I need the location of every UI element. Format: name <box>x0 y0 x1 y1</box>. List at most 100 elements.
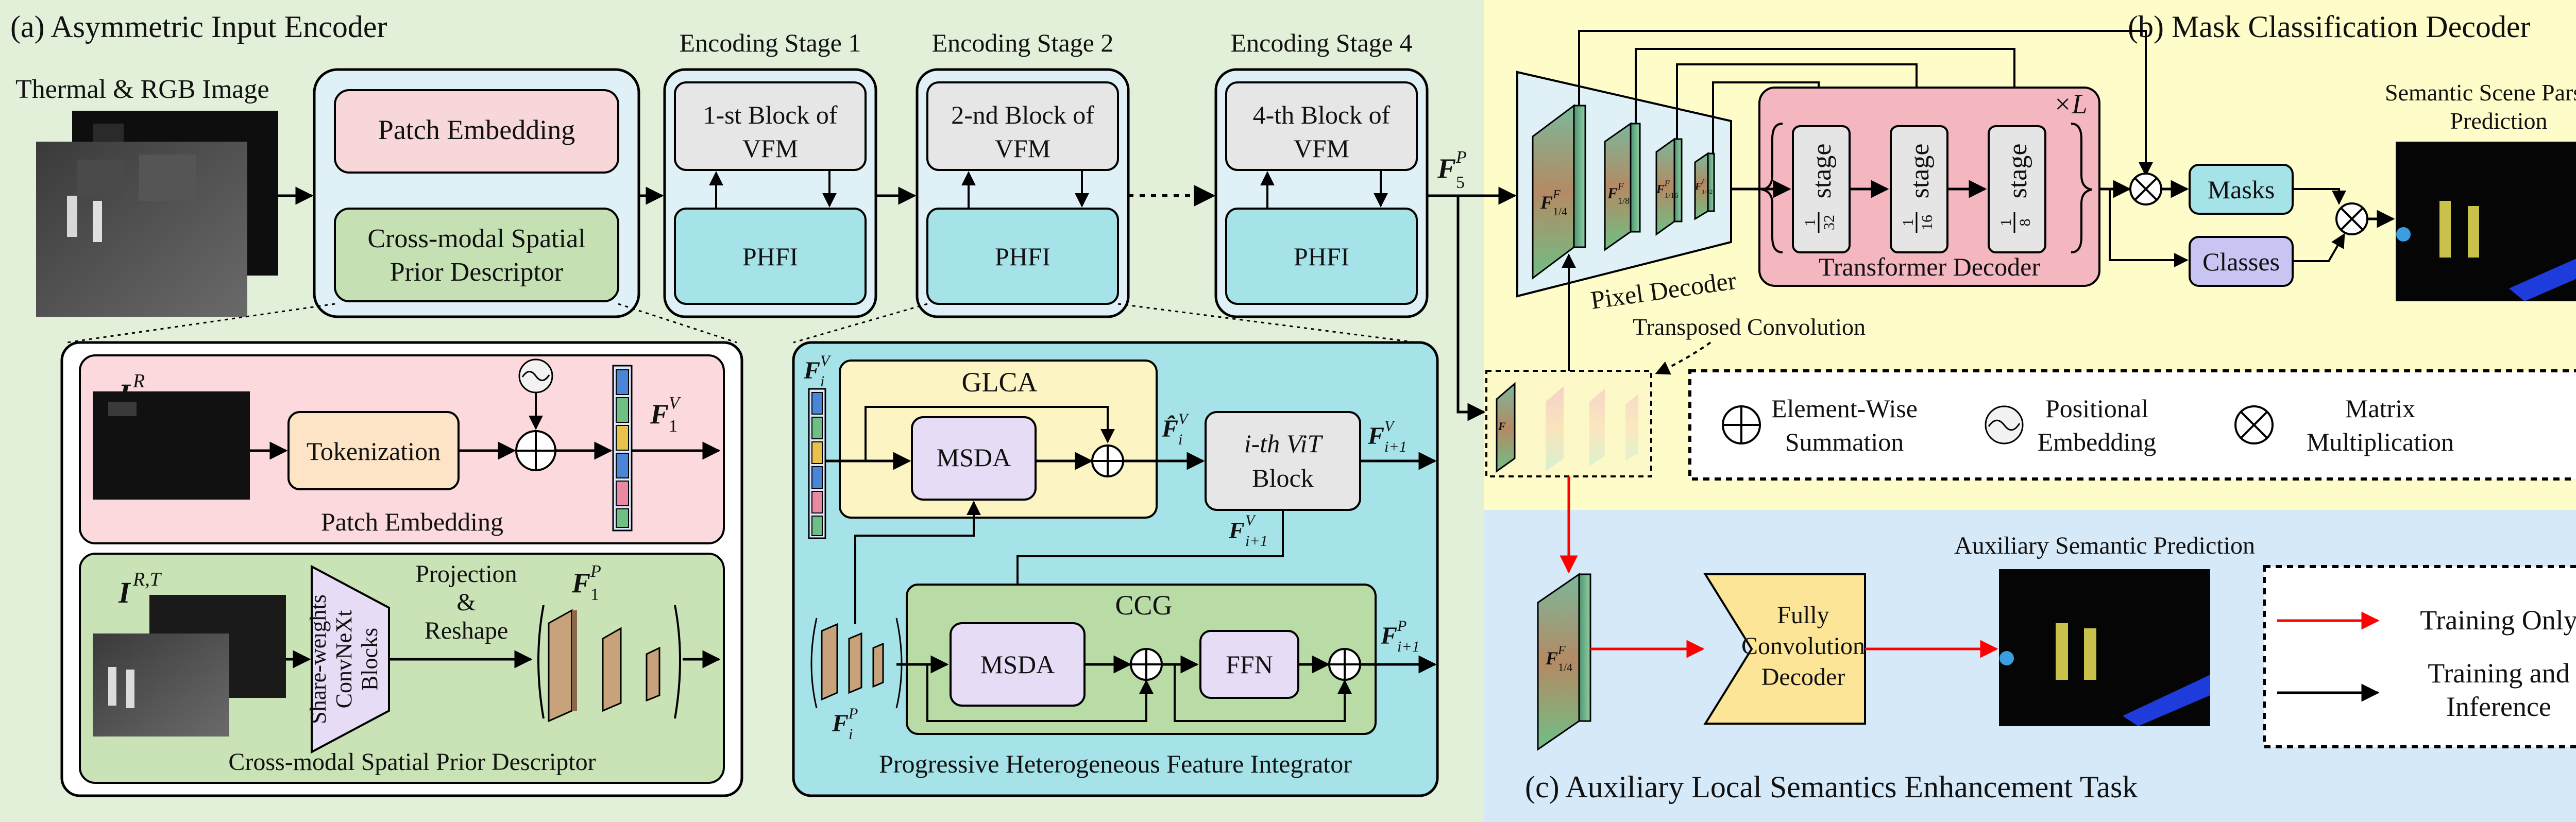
pixel-decoder-feature-quarter <box>1532 104 1586 280</box>
arrow-fip-to-glca <box>854 501 981 624</box>
pixel-feature-label-thirtysecond: F F 1/32 <box>1694 178 1713 195</box>
f1p-label: F P 1 <box>571 562 601 604</box>
svg-text:R,T: R,T <box>132 569 162 590</box>
svg-text:i: i <box>820 373 824 390</box>
svg-text:Blocks: Blocks <box>357 628 382 691</box>
svg-text:8: 8 <box>2016 219 2033 227</box>
glca-label: GLCA <box>962 367 1038 398</box>
svg-text:1/16: 1/16 <box>1665 192 1679 200</box>
legend-multiplication-label-1: Matrix <box>2345 394 2415 423</box>
transposed-convolution-label: Transposed Convolution <box>1633 314 1866 340</box>
input-image-label: Thermal & RGB Image <box>15 75 269 104</box>
vit-block-label-2: Block <box>1252 464 1313 492</box>
vfm-block-label-1: 4-th Block of <box>1253 100 1391 129</box>
vit-out-label: F V i+1 <box>1367 418 1407 455</box>
svg-text:F: F <box>1498 420 1506 433</box>
pixel-feature-label-quarter: F F 1/4 <box>1540 188 1567 218</box>
svg-text:F: F <box>650 399 669 430</box>
patch-embedding-caption: Patch Embedding <box>321 507 503 536</box>
prediction-title-2: Prediction <box>2450 108 2547 134</box>
fully-convolution-decoder <box>1703 573 1866 725</box>
svg-text:5: 5 <box>1456 173 1465 192</box>
vfm-block-label-1: 1-st Block of <box>703 100 837 129</box>
prior-descriptor-label-2: Prior Descriptor <box>390 258 563 287</box>
phfi-caption: Progressive Heterogeneous Feature Integr… <box>879 749 1352 778</box>
legend-bottom-box <box>2263 565 2576 748</box>
svg-text:P: P <box>1455 148 1467 167</box>
arrow-masks-to-mult <box>2293 188 2346 205</box>
patch-embedding-label: Patch Embedding <box>378 114 575 145</box>
svg-text:1/32: 1/32 <box>1702 188 1713 195</box>
arrow-encoder-to-upsample <box>1456 196 1486 421</box>
convnext-trapezoid <box>311 564 390 754</box>
bracket-fp-left <box>810 618 818 709</box>
multiscale-features <box>548 609 660 723</box>
brace-right <box>2071 123 2092 253</box>
svg-text:F: F <box>1694 181 1702 192</box>
masks-label: Masks <box>2208 175 2275 204</box>
transformer-decoder-repeat: ×L <box>2053 89 2087 119</box>
svg-text:stage: stage <box>2003 144 2032 199</box>
vit-block <box>1205 411 1361 511</box>
legend-training-only: Training Only <box>2420 605 2576 636</box>
svg-text:F: F <box>1228 517 1245 543</box>
vfm-block-label-2: VFM <box>995 134 1050 163</box>
svg-text:V: V <box>820 352 832 369</box>
stage-1-8: 1 8 stage <box>1988 125 2046 253</box>
patch-embedding-box <box>334 89 619 174</box>
svg-text:1: 1 <box>1802 219 1819 227</box>
prior-descriptor-caption: Cross-modal Spatial Prior Descriptor <box>228 748 596 776</box>
svg-text:16: 16 <box>1919 215 1936 230</box>
svg-text:i+1: i+1 <box>1384 438 1407 455</box>
prior-descriptor-label-1: Cross-modal Spatial <box>367 224 585 253</box>
tokenization-label: Tokenization <box>307 437 440 466</box>
projection-label-3: Reshape <box>425 617 509 644</box>
svg-text:1: 1 <box>669 417 677 436</box>
svg-text:F: F <box>1367 422 1384 450</box>
projection-label-1: Projection <box>415 560 517 588</box>
svg-text:F: F <box>571 568 590 598</box>
fiv-token-stack <box>808 388 826 539</box>
ccg-summation-icon-2 <box>1328 648 1361 681</box>
svg-text:I: I <box>118 576 131 609</box>
vfm-block-label-1: 2-nd Block of <box>951 100 1094 129</box>
legend-training-inference-2: Inference <box>2446 691 2551 722</box>
svg-text:stage: stage <box>1807 144 1837 199</box>
svg-text:F: F <box>1617 181 1624 192</box>
summation-icon <box>515 430 556 471</box>
classes-label: Classes <box>2202 247 2280 276</box>
aux-prediction-title: Auxiliary Semantic Prediction <box>1954 532 2255 559</box>
legend-training-inference-1: Training and <box>2428 658 2570 689</box>
encoding-stage-2: Encoding Stage 2 2-nd Block of VFM PHFI <box>916 28 1130 318</box>
upsample-faint-features <box>1546 386 1638 471</box>
phfi-label: PHFI <box>1294 242 1349 271</box>
fcd-label-2: Convolution <box>1741 632 1865 660</box>
glca-summation-icon <box>1091 444 1124 477</box>
svg-text:P: P <box>590 562 601 581</box>
svg-text:F: F <box>1656 183 1665 196</box>
msda-glca-label: MSDA <box>937 443 1011 472</box>
arrow-classes-to-mult <box>2293 233 2345 262</box>
ccg-label: CCG <box>1115 590 1172 621</box>
aux-prediction-image <box>1999 569 2210 726</box>
svg-text:F: F <box>803 357 820 384</box>
svg-text:F: F <box>1607 185 1618 202</box>
arrow-ccg-skip-2 <box>1174 664 1352 722</box>
legend-sum-icon <box>1722 405 1761 444</box>
arrow-feature4-to-mask-mult <box>1578 30 2153 177</box>
aux-title: (c) Auxiliary Local Semantics Enhancemen… <box>1525 770 2138 804</box>
vit-down-label: F V i+1 <box>1228 512 1268 550</box>
encoding-stage-4: Encoding Stage 4 4-th Block of VFM PHFI <box>1214 28 1429 318</box>
rgb-input-light <box>108 402 137 416</box>
aux-feature-label: F F 1/4 <box>1545 644 1572 674</box>
prediction-title-1: Semantic Scene Parsing <box>2385 79 2576 106</box>
vfm-block <box>674 81 867 171</box>
legend-sum-label-2: Summation <box>1785 427 1904 456</box>
arrow-ccg-skip-1 <box>926 664 1154 722</box>
stage-title: Encoding Stage 4 <box>1231 28 1413 57</box>
pixel-feature-label-eighth: F F 1/8 <box>1607 181 1630 206</box>
thermal-prior-image <box>93 633 229 737</box>
svg-text:F̂: F̂ <box>1161 415 1178 442</box>
svg-text:F: F <box>1545 648 1558 669</box>
